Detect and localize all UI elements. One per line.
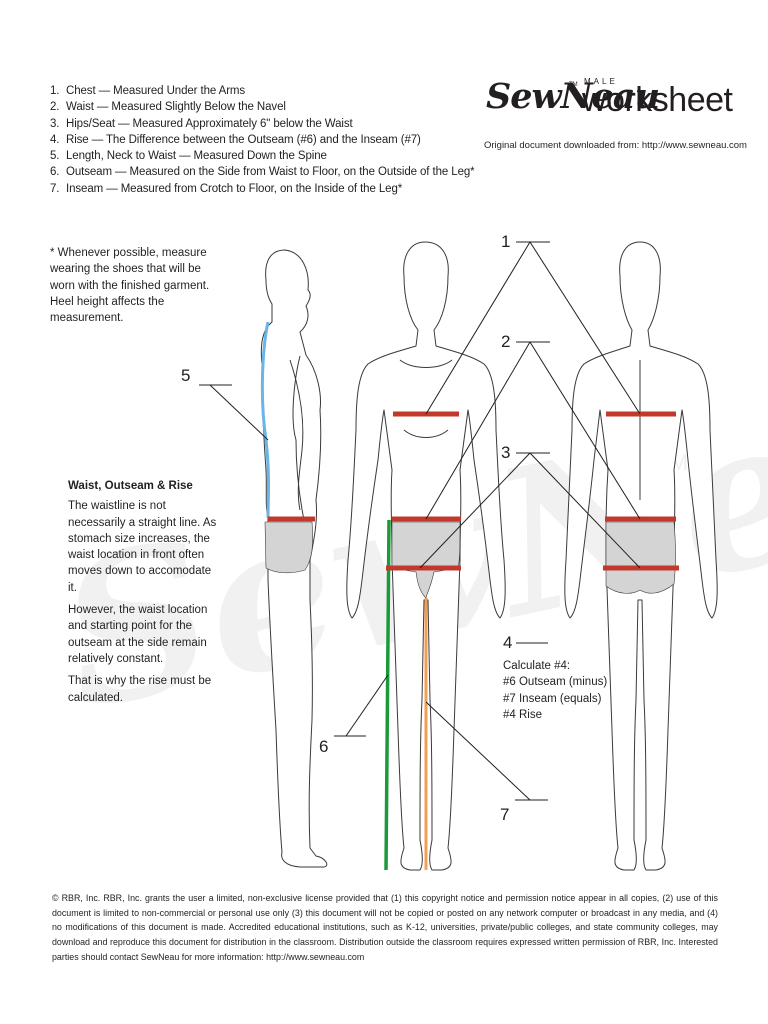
measurement-item: 2. Waist — Measured Slightly Below the Na…	[50, 99, 475, 115]
calc-line: Calculate #4:	[503, 660, 571, 672]
measurement-item: 7. Inseam — Measured from Crotch to Floor…	[50, 181, 475, 197]
brand-name: SewNeau	[486, 76, 660, 117]
item-number: 7.	[50, 182, 60, 195]
item-number: 1.	[50, 85, 60, 97]
label-chest: 1	[501, 232, 510, 251]
rise-calculation: Calculate #4: #6 Outseam (minus) #7 Inse…	[503, 658, 607, 723]
leader-lines	[199, 241, 641, 801]
label-rise: 4	[503, 633, 512, 652]
item-label: Length, Neck to Waist — Measured Down th…	[66, 150, 327, 163]
measurement-item: 4. Rise — The Difference between the Outs…	[50, 132, 475, 148]
measurement-item: 6. Outseam — Measured on the Side from Wa…	[50, 164, 475, 180]
label-outseam: 6	[319, 737, 328, 756]
spine-length-line	[260, 321, 270, 519]
label-hips: 3	[501, 443, 510, 462]
underwear-shading	[264, 521, 676, 599]
copyright-notice: © RBR, Inc. RBR, Inc. grants the user a …	[52, 893, 718, 962]
gender-label: MALE	[584, 77, 618, 86]
item-label: Rise — The Difference between the Outsea…	[66, 133, 421, 146]
label-inseam: 7	[500, 805, 509, 824]
measurement-item: 3. Hips/Seat — Measured Approximately 6" …	[50, 116, 475, 132]
trademark: TM	[569, 82, 578, 88]
label-length: 5	[181, 366, 190, 385]
item-label: Waist — Measured Slightly Below the Nave…	[66, 101, 286, 114]
note-paragraph: That is why the rise must be calculated.	[68, 675, 212, 704]
item-number: 6.	[50, 166, 60, 179]
item-number: 4.	[50, 133, 60, 146]
item-label: Hips/Seat — Measured Approximately 6" be…	[66, 117, 353, 130]
item-label: Outseam — Measured on the Side from Wais…	[66, 166, 475, 179]
calc-line: #4 Rise	[503, 708, 542, 721]
measurement-item: 5. Length, Neck to Waist — Measured Down …	[50, 148, 475, 164]
label-waist: 2	[501, 332, 510, 351]
source-note: Original document downloaded from: http:…	[484, 140, 747, 151]
note-paragraph: However, the waist location and starting…	[68, 604, 208, 665]
measurement-list: 1. Chest — Measured Under the Arms 2. Wais…	[50, 83, 475, 197]
outseam-line	[384, 519, 391, 871]
waist-outseam-rise-note: Waist, Outseam & Rise The waistline is n…	[68, 478, 218, 712]
item-number: 5.	[50, 150, 60, 163]
worksheet-title: worksheet	[582, 81, 733, 119]
item-number: 2.	[50, 101, 60, 114]
calc-line: #7 Inseam (equals)	[503, 692, 602, 705]
measurement-item: 1. Chest — Measured Under the Arms	[50, 83, 475, 99]
item-label: Inseam — Measured from Crotch to Floor, …	[66, 182, 403, 195]
calc-line: #6 Outseam (minus)	[503, 676, 608, 689]
item-label: Chest — Measured Under the Arms	[66, 85, 246, 97]
sewneau-logo: SewNeau TM MALE worksheet	[486, 68, 733, 128]
shoe-footnote: * Whenever possible, measure wearing the…	[50, 247, 210, 325]
note-heading: Waist, Outseam & Rise	[68, 480, 193, 492]
item-number: 3.	[50, 117, 60, 130]
note-paragraph: The waistline is not necessarily a strai…	[68, 500, 217, 594]
